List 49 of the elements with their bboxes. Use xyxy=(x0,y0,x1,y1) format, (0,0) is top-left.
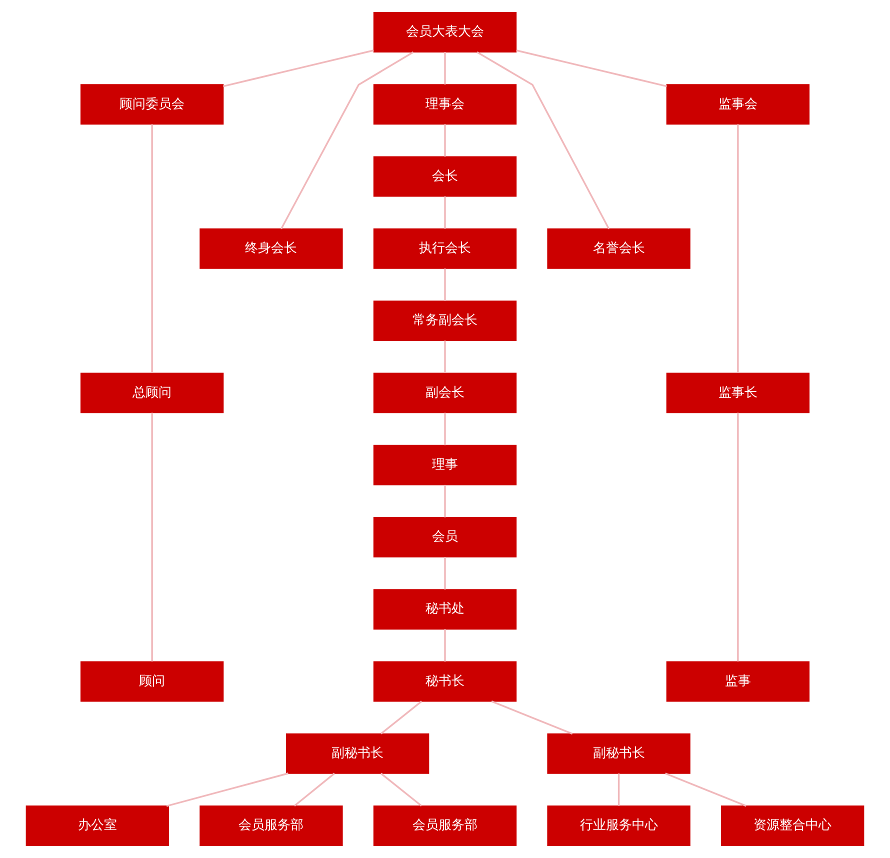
connector xyxy=(618,773,620,806)
connector xyxy=(444,340,446,374)
connector xyxy=(444,412,446,446)
connector xyxy=(665,772,747,807)
connector xyxy=(444,124,446,157)
connector xyxy=(516,50,668,88)
connector xyxy=(737,412,739,662)
node-box: 常务副会长 xyxy=(373,300,517,342)
node-box: 副秘书长 xyxy=(286,733,430,774)
node-box: 理事 xyxy=(373,444,517,486)
node-box: 终身会长 xyxy=(200,228,343,269)
connector xyxy=(444,268,446,301)
node-box: 监事会 xyxy=(666,84,810,125)
connector xyxy=(444,484,446,518)
connector xyxy=(380,772,422,807)
node-box: 会长 xyxy=(373,156,517,197)
node-box: 顾问委员会 xyxy=(80,84,224,125)
connector xyxy=(151,124,153,373)
connector xyxy=(444,557,446,590)
node-box: 会员服务部 xyxy=(200,806,343,846)
node-box: 秘书处 xyxy=(373,589,517,630)
node-box: 会员大表大会 xyxy=(373,12,517,52)
node-box: 行业服务中心 xyxy=(547,806,690,846)
connector xyxy=(491,700,573,735)
node-box: 秘书长 xyxy=(373,661,517,702)
node-box: 副秘书长 xyxy=(547,733,690,774)
connector xyxy=(444,629,446,662)
node-box: 执行会长 xyxy=(373,228,517,269)
connector xyxy=(294,772,335,807)
connector xyxy=(151,412,153,662)
connector xyxy=(280,51,414,230)
connector xyxy=(476,51,610,230)
node-box: 会员 xyxy=(373,516,517,558)
node-box: 顾问 xyxy=(80,661,224,702)
connector xyxy=(444,52,446,84)
node-box: 会员服务部 xyxy=(373,806,517,846)
connector xyxy=(444,196,446,229)
node-box: 资源整合中心 xyxy=(720,806,864,846)
node-box: 副会长 xyxy=(373,372,517,414)
node-box: 总顾问 xyxy=(80,372,224,414)
node-box: 监事长 xyxy=(666,372,810,414)
node-box: 名誉会长 xyxy=(547,228,690,269)
connector xyxy=(166,772,288,807)
node-box: 理事会 xyxy=(373,84,517,125)
connector xyxy=(737,124,739,373)
connector xyxy=(380,700,422,734)
connector xyxy=(222,50,374,88)
node-box: 办公室 xyxy=(26,806,170,846)
node-box: 监事 xyxy=(666,661,810,702)
